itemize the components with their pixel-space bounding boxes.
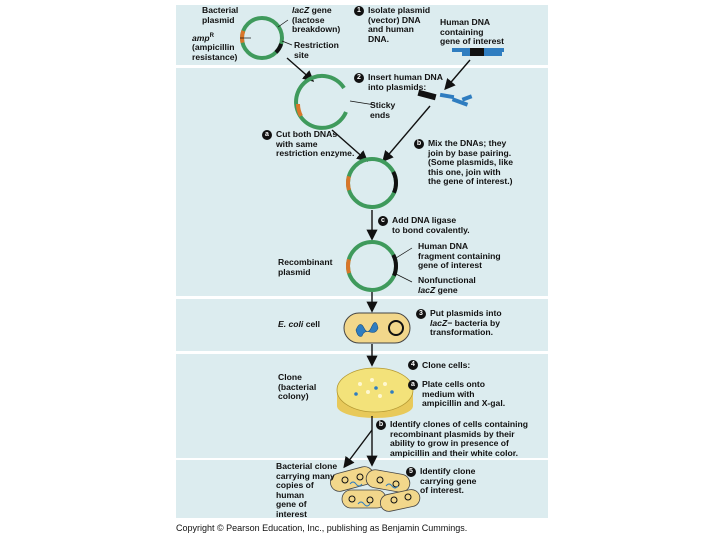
plasmid-mixed [346, 157, 398, 209]
dna-fragments [417, 89, 473, 107]
arrow-plasmid-mix [331, 129, 369, 162]
step-4-number: 4 [408, 360, 418, 370]
arrow-plasmid-down [286, 57, 315, 82]
step-4b-number: b [376, 420, 386, 430]
label-ecoli-cell: E. coli cell [278, 319, 321, 329]
step-a-number: a [262, 130, 272, 140]
arrow-dna-mix [382, 105, 431, 163]
step-4a-number: a [408, 380, 418, 390]
label-human-dna-fragment: Human DNA fragment containing gene of in… [418, 241, 501, 271]
step-c-number: c [378, 216, 388, 226]
label-recombinant-plasmid: Recombinant plasmid [278, 257, 333, 277]
copyright-text: Copyright © Pearson Education, Inc., pub… [176, 523, 468, 533]
step-2-number: 2 [354, 73, 364, 83]
leader-sticky [349, 100, 376, 106]
label-lacz-gene: lacZ gene (lactose breakdown) [292, 5, 341, 35]
step-c-text: Add DNA ligase to bond covalently. [392, 215, 470, 235]
step-a-text: Cut both DNAs with same restriction enzy… [276, 129, 355, 159]
step-b-text: Mix the DNAs; they join by base pairing.… [428, 138, 514, 187]
step-4-text: Clone cells: [422, 360, 471, 370]
step-4a-text: Plate cells onto medium with ampicillin … [422, 379, 506, 409]
label-bacterial-clone: Bacterial clone carrying many copies of … [276, 461, 338, 519]
band-step-2 [176, 68, 548, 296]
step-5-number: 5 [406, 467, 416, 477]
step-2-text: Insert human DNA into plasmids: [368, 72, 443, 92]
plasmid-recombinant [346, 240, 398, 292]
leader-nonfunctional [395, 273, 413, 283]
label-restriction-site: Restriction site [294, 40, 339, 60]
label-bacterial-plasmid: Bacterial plasmid [202, 5, 239, 25]
step-5-text: Identify clone carrying gene of interest… [420, 466, 477, 496]
plasmid-cut [294, 73, 348, 130]
label-amp-resistance: ampR (ampicillin resistance) [192, 32, 238, 63]
step-3-number: 3 [416, 309, 426, 319]
bacterial-clone-cells [330, 466, 421, 512]
step-4b-text: Identify clones of cells containing reco… [390, 419, 528, 458]
arrow-dna-down [444, 59, 471, 91]
ecoli-cell [343, 312, 411, 344]
step-b-number: b [414, 139, 424, 149]
label-clone-colony: Clone (bacterial colony) [278, 372, 317, 402]
step-3-text: Put plasmids into lacZ− bacteria by tran… [430, 308, 502, 338]
leader-restriction [281, 40, 293, 46]
arrow-to-clone-left [343, 429, 373, 469]
human-dna-top [452, 48, 504, 56]
step-1-number: 1 [354, 6, 364, 16]
leader-lacz [277, 19, 289, 28]
petri-plate [336, 367, 414, 418]
label-human-dna-gene: Human DNA containing gene of interest [440, 17, 504, 47]
leader-fragment [395, 247, 413, 259]
step-1-text: Isolate plasmid (vector) DNA and human D… [368, 5, 431, 44]
label-nonfunctional-lacz: Nonfunctional lacZ gene [418, 275, 476, 295]
label-sticky-ends: Sticky ends [370, 100, 396, 120]
